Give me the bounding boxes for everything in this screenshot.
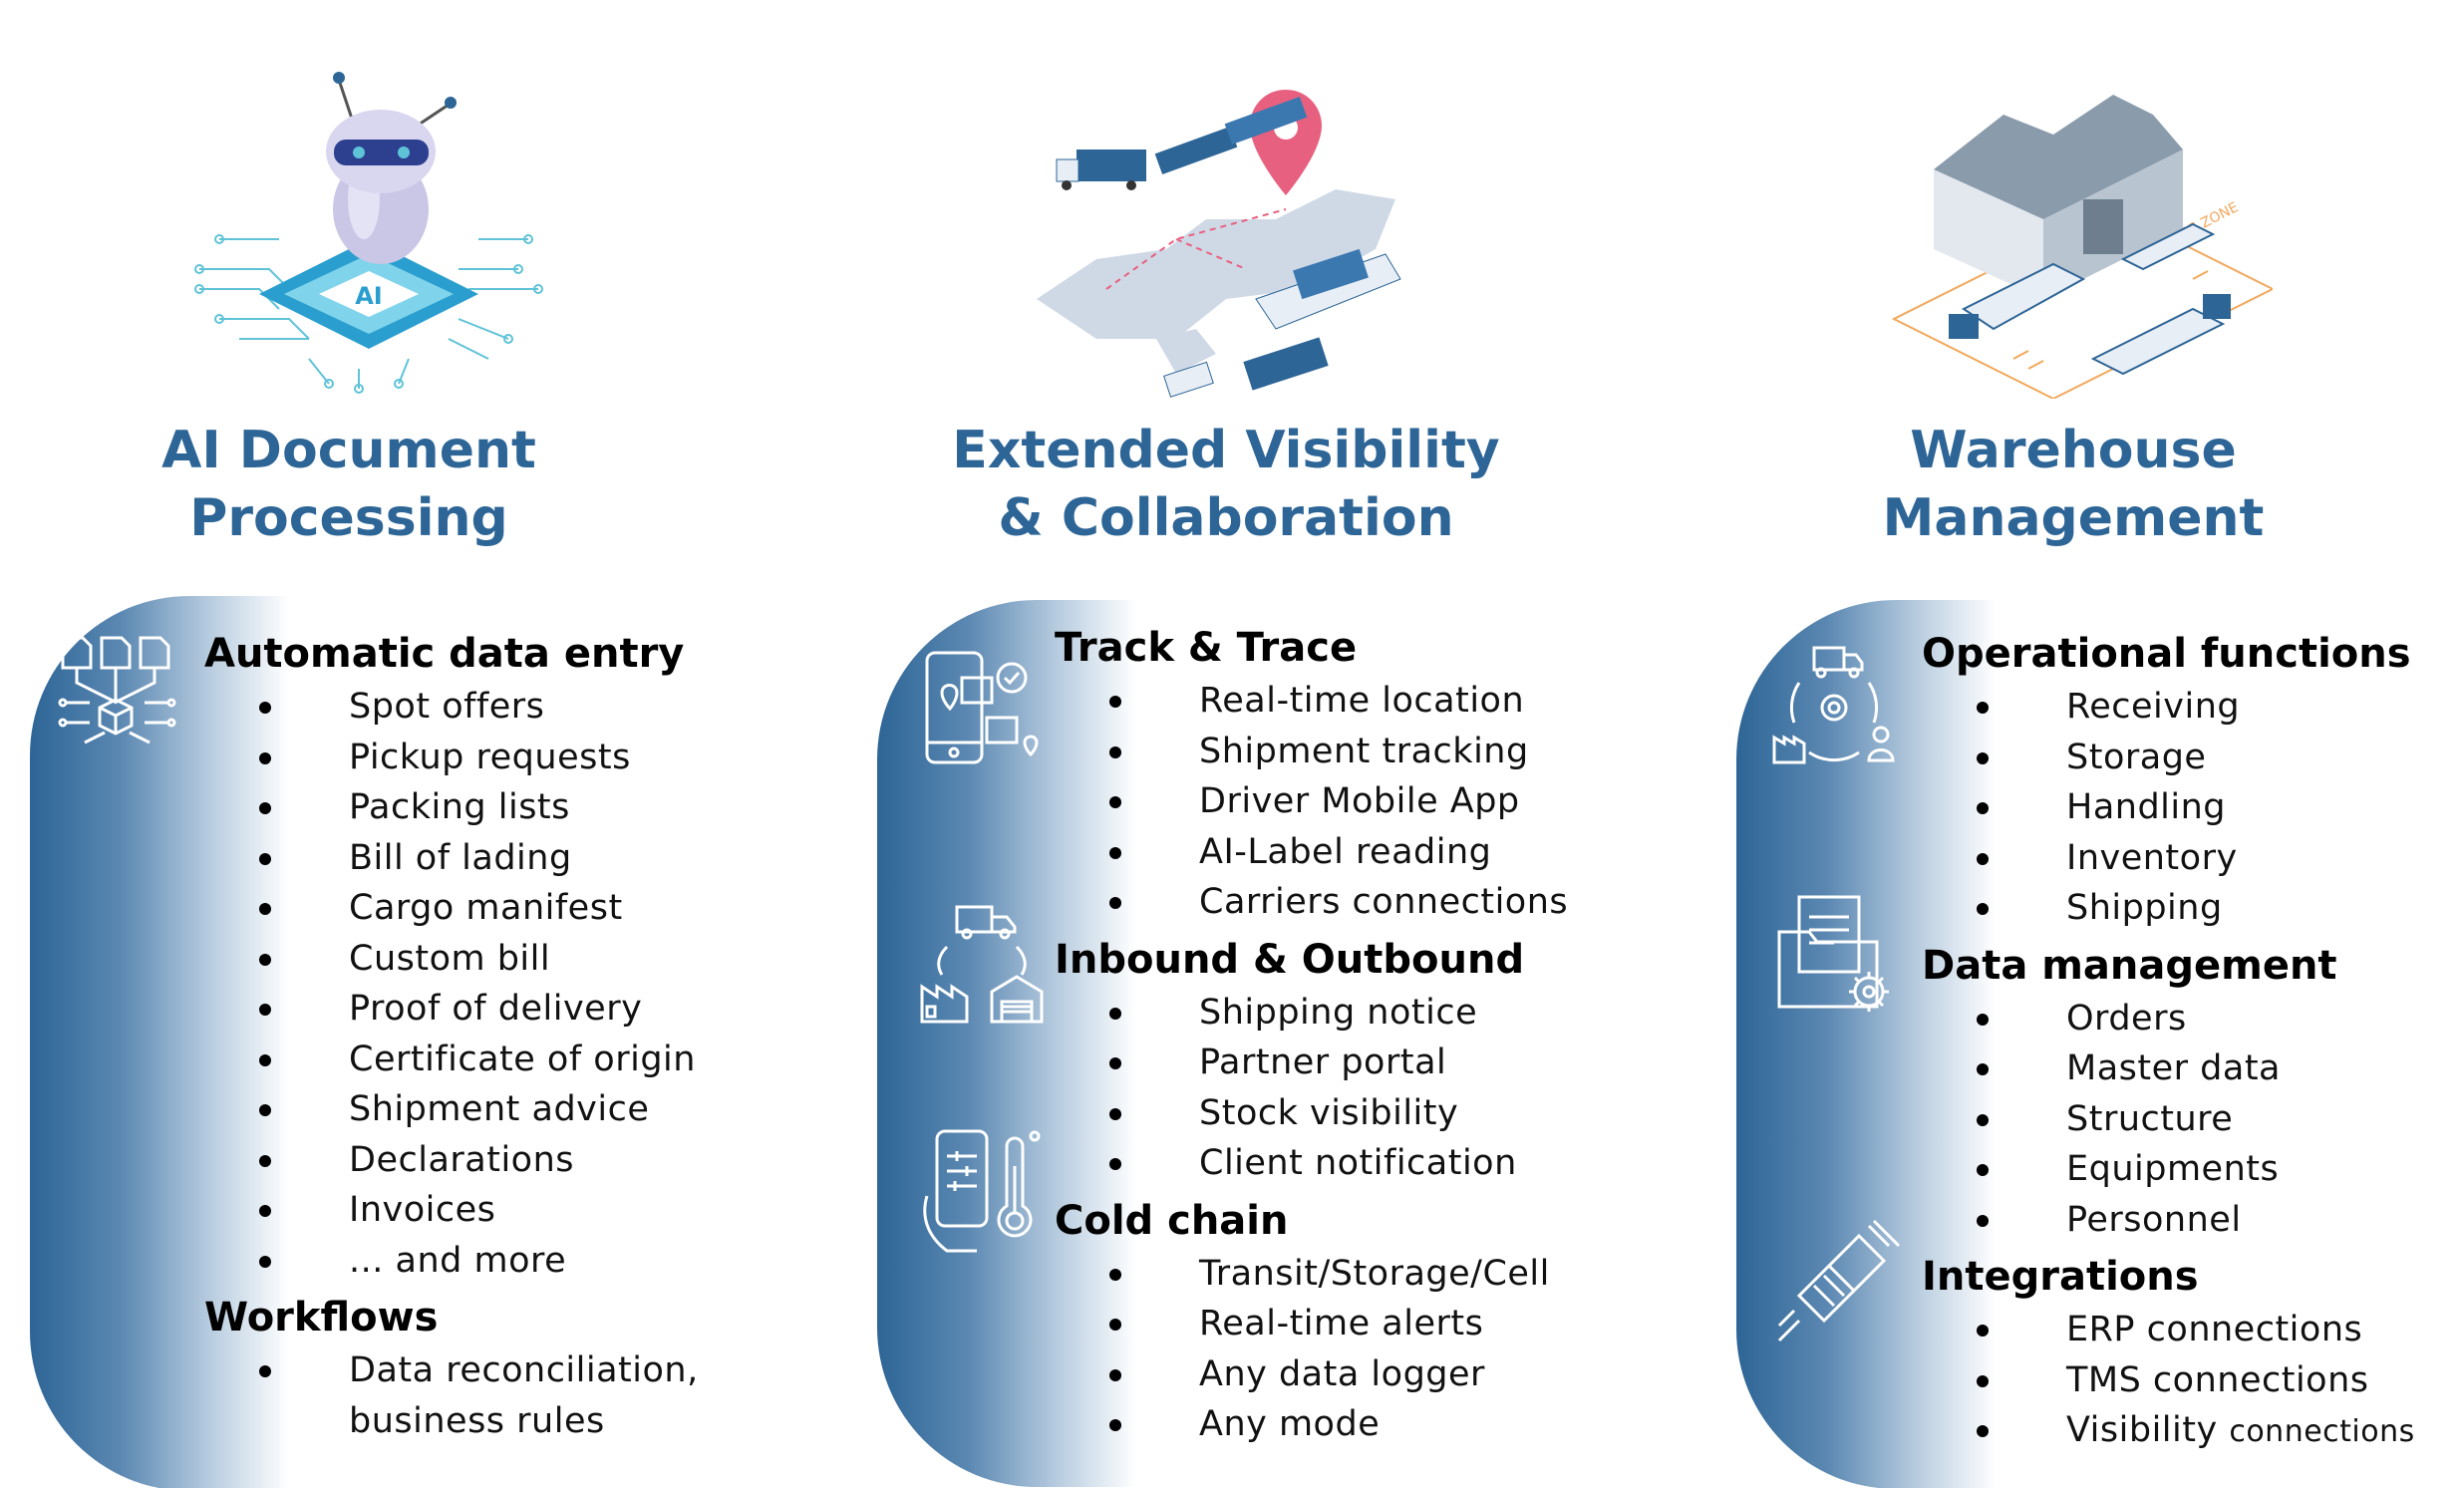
list-item: Handling bbox=[1922, 782, 2415, 833]
list-item: Real-time location bbox=[1055, 676, 1568, 727]
list-item: Stock visibility bbox=[1055, 1088, 1568, 1139]
section-title-workflows: Workflows bbox=[204, 1295, 439, 1340]
list-item: Bill of lading bbox=[204, 833, 699, 884]
section-title-data-management: Data management bbox=[1922, 942, 2337, 989]
world-map-icon bbox=[1037, 189, 1395, 374]
column-warehouse-management: LOADING ZONE Warehouse Management bbox=[1714, 0, 2464, 1488]
list-item: Partner portal bbox=[1055, 1038, 1568, 1088]
list-item: Packing lists bbox=[204, 782, 699, 833]
warehouse-building-icon bbox=[1934, 95, 2183, 299]
list-item: Shipment advice bbox=[204, 1084, 699, 1135]
column-ai-document-processing: AI AI Document Processing Automatic data… bbox=[0, 0, 827, 1488]
bullet-list-workflows: Data reconciliation, business rules bbox=[204, 1345, 699, 1446]
delivery-truck-icon bbox=[1163, 337, 1329, 398]
robot-icon bbox=[326, 72, 457, 264]
ai-chip-icon: AI bbox=[259, 239, 478, 349]
section-title-automatic-data-entry: Automatic data entry bbox=[204, 631, 685, 677]
section-heading: Warehouse Management bbox=[1882, 421, 2265, 548]
list-item: Transit/Storage/Cell bbox=[1055, 1249, 1568, 1300]
document-network-icon bbox=[58, 636, 176, 744]
section-title-integrations: Integrations bbox=[1922, 1254, 2199, 1300]
integration-plug-icon bbox=[1777, 1219, 1901, 1342]
list-item: Any data logger bbox=[1055, 1349, 1568, 1400]
bullet-list-inbound-outbound: Shipping notice Partner portal Stock vis… bbox=[1055, 988, 1568, 1189]
section-heading: Extended Visibility & Collaboration bbox=[952, 421, 1500, 548]
section-title-cold-chain: Cold chain bbox=[1055, 1197, 1289, 1244]
list-item: Any mode bbox=[1055, 1399, 1568, 1450]
list-item: Invoices bbox=[204, 1185, 699, 1236]
list-item: Receiving bbox=[1922, 682, 2415, 733]
list-item: Real-time alerts bbox=[1055, 1299, 1568, 1349]
warehouse-illustration: LOADING ZONE bbox=[1891, 95, 2273, 399]
truck-icon bbox=[2120, 222, 2216, 271]
cold-chain-thermometer-icon bbox=[923, 1129, 1041, 1253]
list-item: Custom bill bbox=[204, 934, 699, 985]
inbound-outbound-icon bbox=[920, 905, 1044, 1024]
list-item: Structure bbox=[1922, 1094, 2415, 1145]
list-item: Shipping notice bbox=[1055, 988, 1568, 1039]
section-list: Track & Trace Real-time location Shipmen… bbox=[1055, 620, 1568, 1454]
list-item: Inventory bbox=[1922, 833, 2415, 884]
mobile-tracking-icon bbox=[925, 651, 1039, 764]
robot-ai-chip-illustration: AI bbox=[194, 72, 543, 394]
gradient-panel bbox=[877, 600, 1136, 1487]
list-item: AI-Label reading bbox=[1055, 827, 1568, 878]
column-extended-visibility: Extended Visibility & Collaboration Trac… bbox=[847, 0, 1675, 1488]
list-item: Driver Mobile App bbox=[1055, 776, 1568, 827]
truck-icon bbox=[1949, 262, 2086, 339]
bullet-list-track-trace: Real-time location Shipment tracking Dri… bbox=[1055, 676, 1568, 928]
list-item: Proof of delivery bbox=[204, 984, 699, 1035]
list-item: Shipment tracking bbox=[1055, 727, 1568, 777]
list-item: Equipments bbox=[1922, 1144, 2415, 1195]
list-item: ERP connections bbox=[1922, 1305, 2415, 1355]
list-item: TMS connections bbox=[1922, 1355, 2415, 1406]
circuit-board-icon bbox=[194, 234, 543, 394]
bullet-list-operational-functions: Receiving Storage Handling Inventory Shi… bbox=[1922, 682, 2415, 934]
ship-icon bbox=[1255, 248, 1401, 330]
bullet-list-data-management: Orders Master data Structure Equipments … bbox=[1922, 994, 2415, 1246]
list-item: Carriers connections bbox=[1055, 877, 1568, 928]
list-item: Cargo manifest bbox=[204, 883, 699, 934]
route-lines-icon bbox=[1105, 208, 1287, 290]
svg-text:AI: AI bbox=[355, 282, 383, 310]
list-item: Storage bbox=[1922, 733, 2415, 783]
list-item: Master data bbox=[1922, 1043, 2415, 1094]
list-item: Certificate of origin bbox=[204, 1035, 699, 1085]
bullet-list-automatic-data-entry: Spot offers Pickup requests Packing list… bbox=[204, 682, 699, 1286]
list-item: Personnel bbox=[1922, 1195, 2415, 1246]
list-item: Declarations bbox=[204, 1135, 699, 1186]
section-title-track-trace: Track & Trace bbox=[1055, 625, 1358, 671]
truck-icon bbox=[1056, 149, 1146, 190]
list-item: Visibility connections bbox=[1922, 1405, 2415, 1458]
operational-cycle-icon bbox=[1772, 646, 1895, 764]
bullet-list-cold-chain: Transit/Storage/Cell Real-time alerts An… bbox=[1055, 1249, 1568, 1450]
list-item: Spot offers bbox=[204, 682, 699, 733]
list-item: Pickup requests bbox=[204, 733, 699, 783]
bullet-list-integrations: ERP connections TMS connections Visibili… bbox=[1922, 1305, 2415, 1458]
list-item: Orders bbox=[1922, 994, 2415, 1044]
data-folder-gear-icon bbox=[1777, 895, 1889, 1012]
truck-icon bbox=[2090, 294, 2231, 376]
list-item: Client notification bbox=[1055, 1138, 1568, 1189]
section-title-inbound-outbound: Inbound & Outbound bbox=[1055, 936, 1525, 983]
section-list: Automatic data entry Spot offers Pickup … bbox=[204, 626, 699, 1450]
gradient-panel bbox=[30, 596, 289, 1488]
section-title-operational-functions: Operational functions bbox=[1922, 631, 2411, 677]
list-item: ... and more bbox=[204, 1236, 699, 1287]
section-heading: AI Document Processing bbox=[161, 421, 536, 548]
world-map-logistics-illustration bbox=[1037, 90, 1401, 398]
section-list: Operational functions Receiving Storage … bbox=[1922, 626, 2415, 1462]
list-item: Data reconciliation, business rules bbox=[204, 1345, 699, 1446]
list-item: Shipping bbox=[1922, 883, 2415, 934]
train-icon bbox=[1154, 96, 1308, 175]
